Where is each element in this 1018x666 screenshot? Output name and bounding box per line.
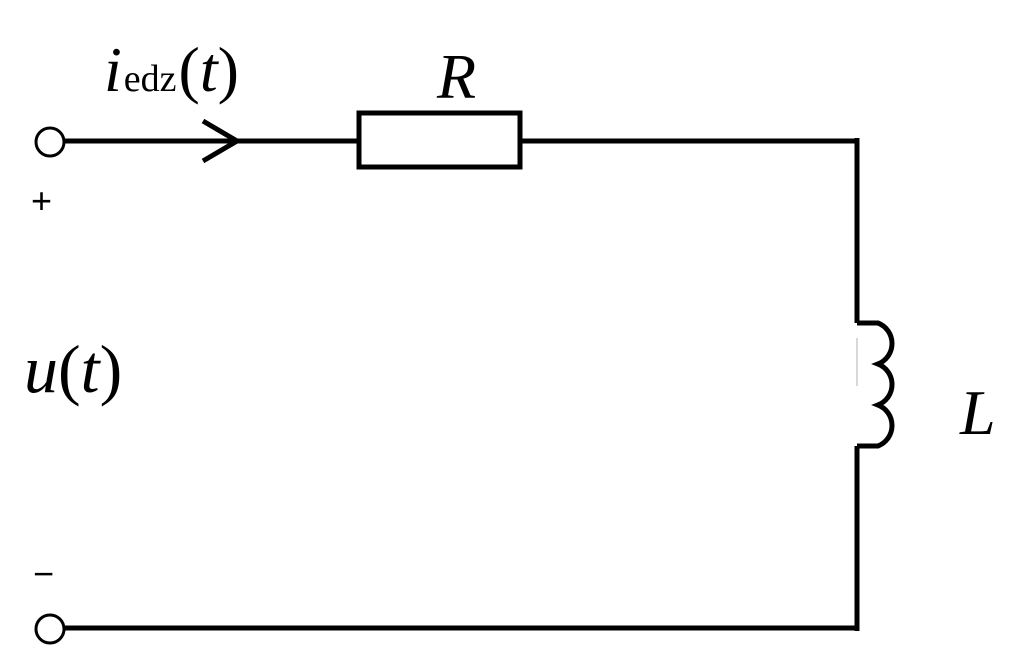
minus-sign: −	[33, 553, 54, 594]
top-terminal	[34, 126, 66, 158]
inductor-label: L	[959, 377, 996, 448]
plus-sign: +	[31, 180, 52, 221]
bottom-terminal	[34, 613, 66, 645]
resistor-body	[356, 110, 523, 170]
current-arrow	[201, 118, 242, 164]
inductor-coil	[857, 320, 895, 449]
voltage-label: u(t)	[24, 331, 122, 407]
current-label: iedz(t)	[104, 34, 239, 105]
resistor-label: R	[436, 41, 476, 112]
